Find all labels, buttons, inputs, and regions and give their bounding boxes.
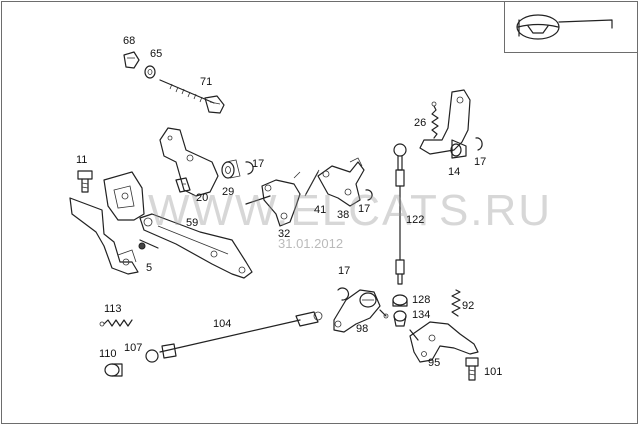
callout-113: 113 (104, 303, 122, 315)
callout-11: 11 (76, 154, 88, 166)
callout-17-b: 17 (358, 203, 371, 215)
steering-wheel-icon (516, 14, 613, 40)
callout-65: 65 (150, 48, 163, 60)
callout-41: 41 (314, 204, 327, 216)
callout-92: 92 (462, 300, 475, 312)
watermark-date: 31.01.2012 (278, 236, 344, 251)
part-122-rod (393, 143, 407, 285)
part-104-rod (159, 311, 323, 359)
callout-107: 107 (124, 342, 143, 354)
callout-32: 32 (278, 228, 291, 240)
part-26-spring (431, 101, 439, 139)
part-59-lever (139, 213, 253, 279)
part-71-threaded-rod (159, 79, 225, 114)
callout-14: 14 (448, 166, 461, 178)
part-134-socket (393, 310, 407, 327)
part-65-washer (144, 65, 156, 79)
callout-95: 95 (428, 357, 441, 369)
part-17-clip-c (475, 137, 483, 151)
callout-101: 101 (484, 366, 503, 378)
callout-17-c: 17 (474, 156, 487, 168)
part-17-clip-d (337, 287, 350, 301)
part-17-clip-b (365, 189, 373, 201)
callout-68: 68 (123, 35, 136, 47)
part-68-bolt (123, 51, 140, 69)
callout-59: 59 (186, 217, 199, 229)
part-128-bushing (392, 294, 408, 307)
part-38-bracket (317, 157, 365, 207)
part-41-pin (304, 169, 320, 197)
part-29-bushing (221, 159, 241, 179)
part-98-bracket (333, 289, 389, 333)
callout-71: 71 (200, 76, 213, 88)
part-107-ball-end (145, 349, 159, 363)
part-113-spring (99, 319, 133, 327)
callout-122: 122 (406, 214, 425, 226)
part-95-bracket (409, 321, 479, 363)
callout-29: 29 (222, 186, 235, 198)
part-92-spring (451, 289, 461, 317)
part-20-plate (159, 127, 219, 197)
callout-17-d: 17 (338, 265, 351, 277)
part-14-bracket (419, 89, 471, 159)
callout-26: 26 (414, 117, 427, 129)
callout-5: 5 (146, 262, 153, 274)
callout-128: 128 (412, 294, 431, 306)
part-101-bolt (465, 357, 479, 381)
callout-98: 98 (356, 323, 369, 335)
callout-104: 104 (213, 318, 232, 330)
callout-110: 110 (99, 348, 117, 360)
part-11-bolt (77, 170, 93, 193)
part-5-bracket (69, 171, 159, 275)
part-32-link (245, 171, 301, 227)
part-110-cap (104, 363, 123, 377)
watermark-site: WWW.ELCATS.RU (148, 186, 553, 235)
callout-134: 134 (412, 309, 431, 321)
vehicle-section-box (504, 1, 638, 53)
callout-17-a: 17 (252, 158, 265, 170)
callout-20: 20 (196, 192, 209, 204)
callout-38: 38 (337, 209, 350, 221)
part-17-clip-a (245, 161, 254, 175)
